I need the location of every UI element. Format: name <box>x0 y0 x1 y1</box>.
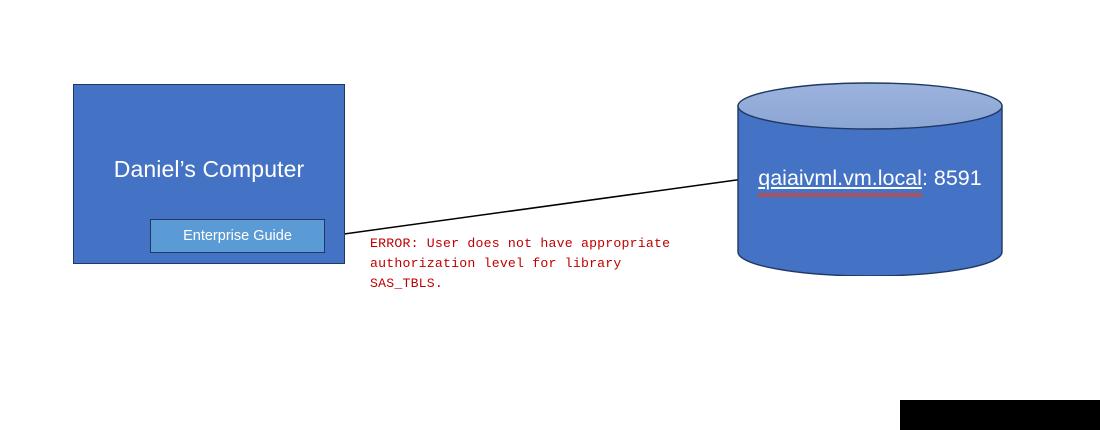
error-message: ERROR: User does not have appropriate au… <box>370 236 671 291</box>
enterprise-guide-button[interactable]: Enterprise Guide <box>150 219 325 253</box>
server-hostname: qaiaivml.vm.local <box>758 166 922 197</box>
database-cylinder: qaiaivml.vm.local: 8591 <box>736 82 1004 276</box>
redaction-bar <box>900 400 1100 430</box>
enterprise-guide-label: Enterprise Guide <box>183 228 292 244</box>
computer-title: Daniel’s Computer <box>113 156 305 182</box>
server-separator: : <box>921 166 934 190</box>
server-label: qaiaivml.vm.local: 8591 <box>736 166 1004 197</box>
cylinder-shape <box>737 82 1003 276</box>
server-port: 8591 <box>933 166 982 190</box>
